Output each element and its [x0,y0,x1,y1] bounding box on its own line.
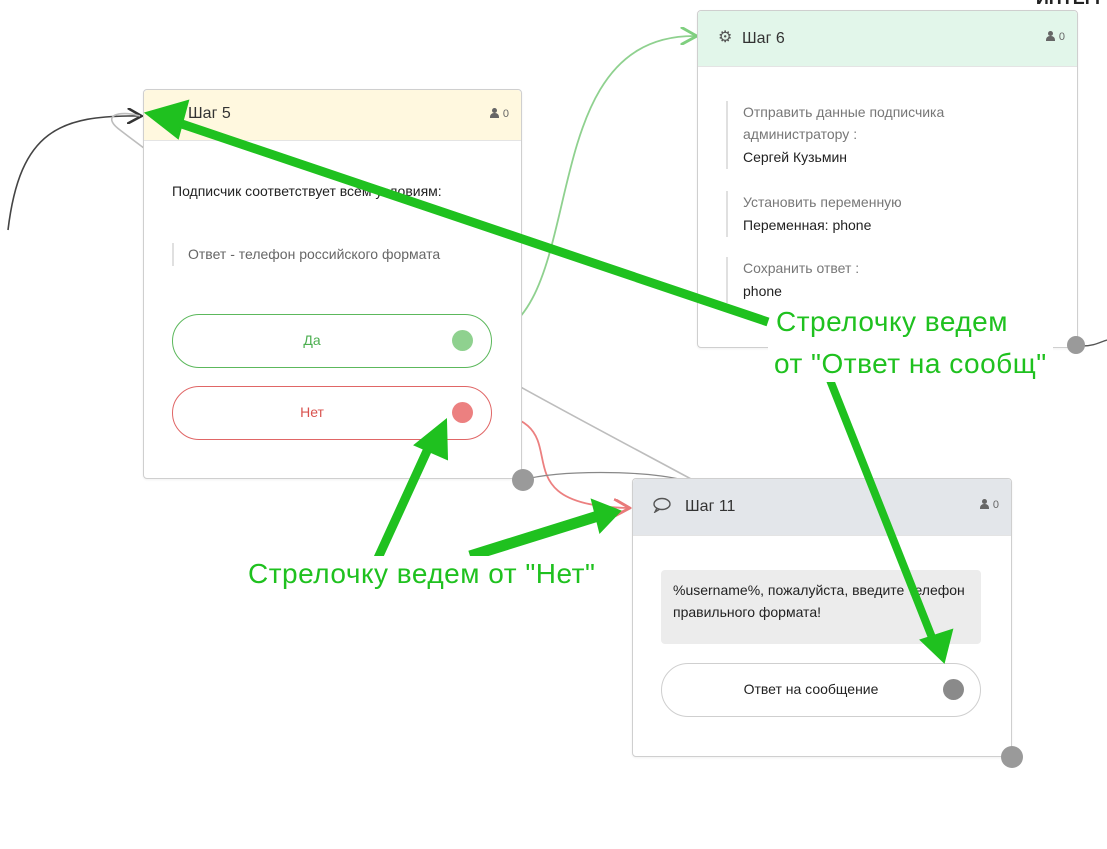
action-label: Установить переменную [743,194,902,210]
person-icon [1045,31,1055,41]
step5-yes-button[interactable]: Да [172,314,492,368]
step6-action-1: Отправить данные подписчика администрато… [726,101,1043,169]
step5-no-button[interactable]: Нет [172,386,492,440]
step5-card[interactable]: ⑂ Шаг 5 0 Подписчик соответствует всем у… [143,89,522,479]
step6-subscriber-count: 0 [1058,31,1065,43]
reply-label: Ответ на сообщение [743,681,879,697]
person-icon [489,108,499,118]
step6-action-3: Сохранить ответ : phone [726,257,1043,303]
annotation-right-line1: Стрелочку ведем [770,304,1014,340]
step11-header: Шаг 11 0 [633,479,1011,536]
action-value: Сергей Кузьмин [743,149,848,165]
step11-subscribers: 0 [979,499,999,511]
step6-out-wire [1081,339,1107,347]
step5-header: ⑂ Шаг 5 0 [144,90,521,141]
speech-bubble-icon [653,497,671,518]
step6-title: Шаг 6 [742,30,785,47]
action-value: phone [743,283,782,299]
person-icon [979,499,989,509]
reply-connector-dot[interactable] [943,679,964,700]
step11-title: Шаг 11 [685,498,736,515]
partial-heading: ИНТЕГР [1036,0,1107,9]
step5-output-dot[interactable] [512,469,534,491]
step5-title: Шаг 5 [188,105,231,122]
gears-icon: ⚙ [718,29,733,46]
incoming-wire [7,116,140,231]
step11-message: %username%, пожалуйста, введите телефон … [661,570,981,644]
yes-connector-dot[interactable] [452,330,473,351]
action-value: Переменная: phone [743,217,872,233]
step6-action-2: Установить переменную Переменная: phone [726,191,1043,237]
action-label: Сохранить ответ : [743,260,860,276]
step5-rule: Ответ - телефон российского формата [172,243,458,266]
step6-card[interactable]: ⚙ Шаг 6 0 Отправить данные подписчика ад… [697,10,1078,348]
step5-subscribers: 0 [489,108,509,120]
step11-card[interactable]: Шаг 11 0 %username%, пожалуйста, введите… [632,478,1012,757]
branch-icon: ⑂ [166,104,176,121]
step5-subscriber-count: 0 [502,108,509,120]
no-label: Нет [300,404,324,420]
step6-output-dot[interactable] [1067,336,1085,354]
step11-reply-button[interactable]: Ответ на сообщение [661,663,981,717]
step6-header: ⚙ Шаг 6 0 [698,11,1077,67]
step11-connector-wire [521,471,685,481]
step11-output-dot[interactable] [1001,746,1023,768]
step5-condition: Подписчик соответствует всем условиям: [172,183,442,199]
yes-label: Да [303,332,321,348]
step6-subscribers: 0 [1045,31,1065,43]
no-connector-dot[interactable] [452,402,473,423]
action-label: Отправить данные подписчика администрато… [743,104,945,142]
annotation-left: Стрелочку ведем от "Нет" [242,556,602,592]
step11-subscriber-count: 0 [992,499,999,511]
annotation-right-line2: от "Ответ на сообщ" [768,346,1053,382]
